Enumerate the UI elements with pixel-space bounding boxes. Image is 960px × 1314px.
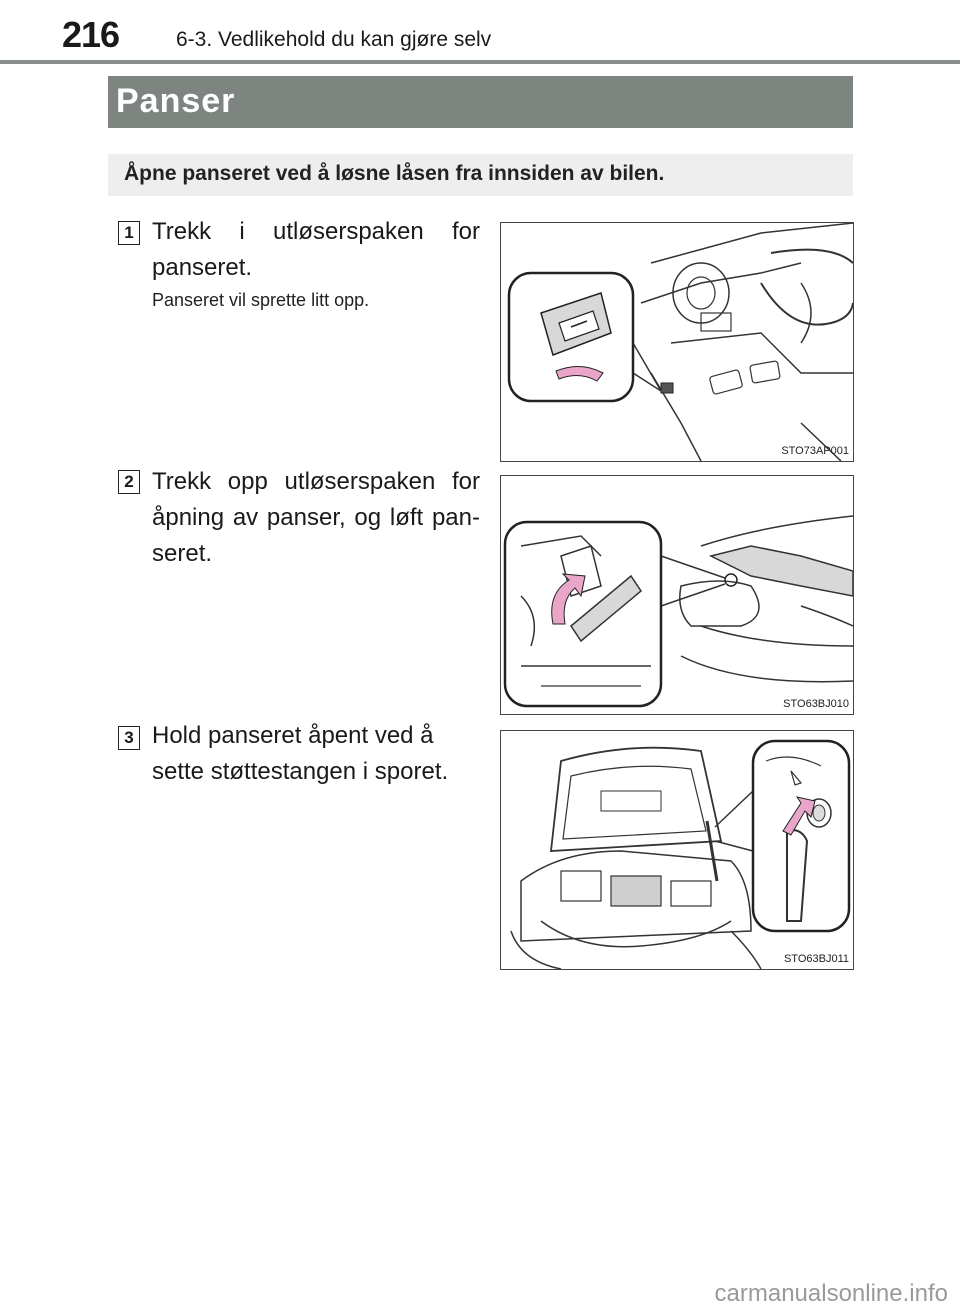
figure-code-3: STO63BJ011 bbox=[783, 953, 849, 965]
page-number: 216 bbox=[62, 14, 120, 55]
step-1-badge: 1 bbox=[118, 221, 140, 245]
step-3-figure: STO63BJ011 bbox=[500, 730, 854, 970]
dashboard-illustration bbox=[507, 223, 853, 461]
intro-box: Åpne panseret ved å løsne låsen fra inns… bbox=[108, 154, 853, 196]
chapter-title: 6-3. Vedlikehold du kan gjøre selv bbox=[176, 28, 492, 51]
figure-code-1: STO73AP001 bbox=[781, 445, 849, 457]
step-2-title: Trekk opp utløserspaken for åpning av pa… bbox=[152, 468, 480, 567]
header-rule bbox=[0, 60, 960, 64]
section-title-bar: Panser bbox=[108, 76, 853, 128]
footer-watermark[interactable]: carmanualsonline.info bbox=[714, 1280, 948, 1307]
hood-lever-illustration bbox=[503, 515, 853, 708]
hood-support-illustration bbox=[510, 739, 851, 969]
step-1-figure: STO73AP001 bbox=[500, 222, 854, 462]
figure-code-2: STO63BJ010 bbox=[783, 698, 849, 710]
step-1-title: Trekk i utløserspaken for panseret. bbox=[152, 218, 480, 281]
intro-text: Åpne panseret ved å løsne låsen fra inns… bbox=[124, 162, 665, 185]
step-1-note: Panseret vil sprette litt opp. bbox=[152, 290, 370, 310]
step-2-figure: STO63BJ010 bbox=[500, 475, 854, 715]
step-2-badge: 2 bbox=[118, 470, 140, 494]
step-3-title: Hold panseret åpent ved å sette støttest… bbox=[152, 722, 449, 785]
step-3-badge: 3 bbox=[118, 726, 140, 750]
section-title: Panser bbox=[116, 82, 236, 120]
